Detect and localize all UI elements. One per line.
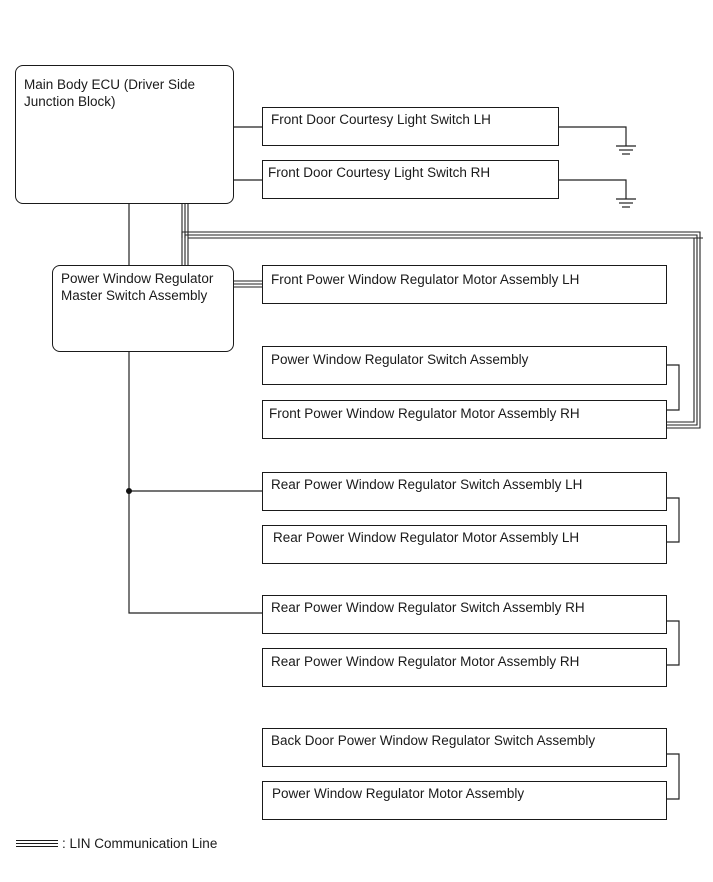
legend: : LIN Communication Line: [16, 836, 217, 851]
wire-rear-switch-motor-lh: [667, 497, 680, 543]
legend-label: : LIN Communication Line: [62, 836, 218, 851]
master-switch-box: Power Window Regulator Master Switch Ass…: [52, 265, 234, 352]
wire-ground-lh: [559, 126, 627, 146]
ground-symbol-rh: [616, 198, 636, 208]
rear-switch-lh-box: Rear Power Window Regulator Switch Assem…: [262, 472, 667, 511]
ground-symbol-lh: [616, 145, 636, 155]
back-door-switch-box: Back Door Power Window Regulator Switch …: [262, 728, 667, 767]
pw-switch-box: Power Window Regulator Switch Assembly: [262, 346, 667, 385]
rear-motor-rh-box: Rear Power Window Regulator Motor Assemb…: [262, 648, 667, 687]
main-body-ecu-box: Main Body ECU (Driver Side Junction Bloc…: [15, 65, 234, 204]
lin-bus-lines: [181, 204, 703, 429]
pw-motor-box: Power Window Regulator Motor Assembly: [262, 781, 667, 820]
rear-switch-rh-box: Rear Power Window Regulator Switch Assem…: [262, 595, 667, 634]
lin-line-legend-symbol: [16, 840, 58, 847]
front-courtesy-switch-lh-box: Front Door Courtesy Light Switch LH: [262, 107, 559, 146]
front-motor-lh-box: Front Power Window Regulator Motor Assem…: [262, 265, 667, 304]
front-motor-rh-box: Front Power Window Regulator Motor Assem…: [262, 400, 667, 439]
wire-ground-rh: [559, 179, 627, 199]
rear-motor-lh-box: Rear Power Window Regulator Motor Assemb…: [262, 525, 667, 564]
wire-back-door-switch-motor: [667, 753, 680, 800]
junction-dot: [126, 488, 132, 494]
wire-rear-switch-motor-rh: [667, 620, 680, 666]
wire-master-rear-rh: [128, 352, 262, 614]
front-courtesy-switch-rh-box: Front Door Courtesy Light Switch RH: [262, 160, 559, 199]
wire-pw-switch-front-motor-rh: [667, 364, 680, 411]
